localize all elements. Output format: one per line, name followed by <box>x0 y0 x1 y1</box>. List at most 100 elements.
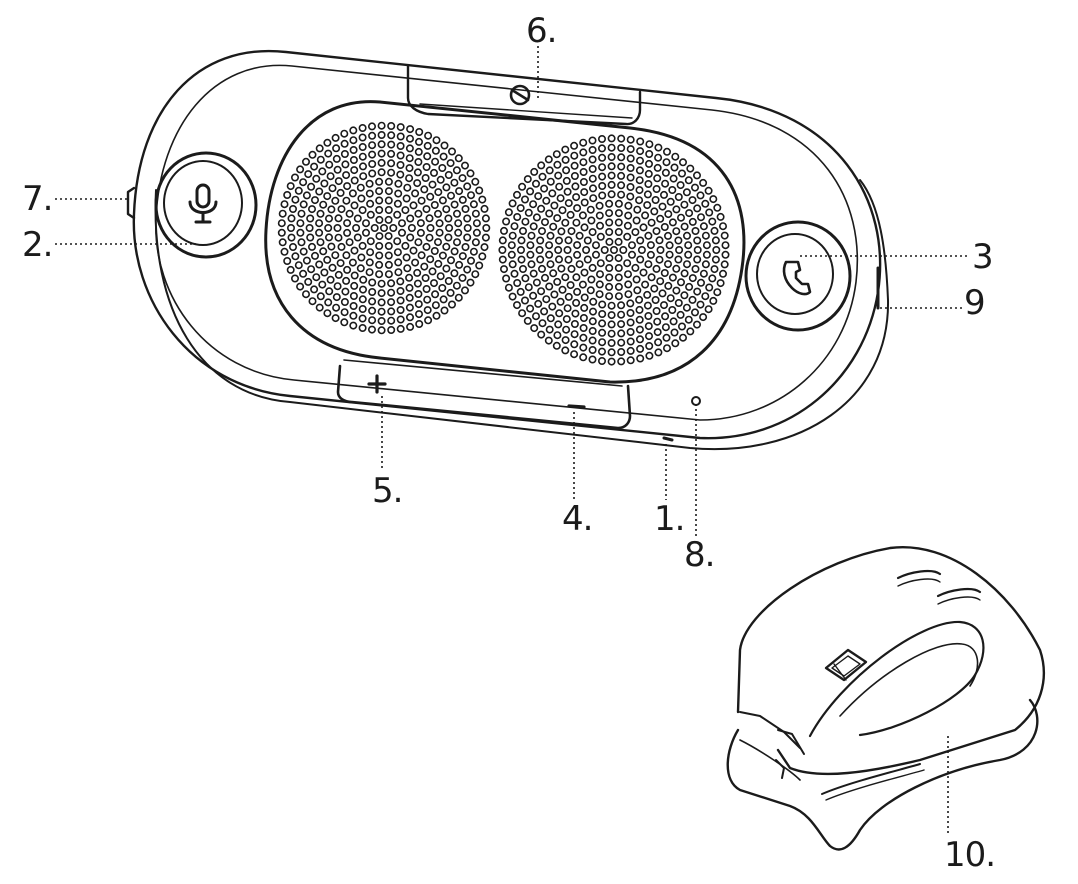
grille-hole <box>580 223 589 232</box>
grille-hole <box>394 189 403 198</box>
grille-hole <box>310 285 319 294</box>
grille-hole <box>607 357 616 366</box>
grille-hole <box>554 320 563 329</box>
grille-hole <box>466 256 475 265</box>
grille-hole <box>537 264 546 273</box>
grille-hole <box>595 201 604 210</box>
grille-hole <box>654 143 663 152</box>
grille-hole <box>545 325 554 334</box>
grille-hole <box>720 231 729 240</box>
grille-hole <box>513 278 522 287</box>
grille-hole <box>550 201 559 210</box>
grille-hole <box>413 279 422 288</box>
grille-hole <box>367 122 376 131</box>
grille-hole <box>384 177 393 186</box>
grille-hole <box>609 246 618 255</box>
grille-hole <box>442 242 451 251</box>
grille-hole <box>350 246 359 255</box>
call-button[interactable] <box>744 220 852 332</box>
grille-hole <box>637 246 646 255</box>
grille-hole <box>434 188 443 197</box>
grille-hole <box>632 216 641 225</box>
grille-hole <box>290 173 299 182</box>
grille-hole <box>580 198 589 207</box>
grille-hole <box>562 176 571 185</box>
grille-hole <box>678 158 687 167</box>
grille-hole <box>614 237 623 246</box>
grille-hole <box>498 255 507 264</box>
grille-hole <box>460 161 469 170</box>
grille-hole <box>334 214 343 223</box>
speaker-grille-dots <box>277 121 730 366</box>
grille-hole <box>420 185 429 194</box>
grille-hole <box>396 315 405 324</box>
grille-hole <box>684 241 693 250</box>
grille-hole <box>286 265 295 274</box>
grille-hole <box>605 237 614 246</box>
grille-hole <box>570 161 579 170</box>
grille-hole <box>463 233 472 242</box>
speaker-grille-panel <box>264 100 746 384</box>
grille-hole <box>450 200 459 209</box>
grille-hole <box>277 228 286 237</box>
grille-hole <box>635 325 644 334</box>
grille-hole <box>617 181 626 190</box>
grille-hole <box>713 288 722 297</box>
grille-hole <box>605 254 614 263</box>
grille-hole <box>597 347 606 356</box>
grille-hole <box>614 218 623 227</box>
grille-hole <box>425 214 434 223</box>
grille-hole <box>546 314 555 323</box>
grille-hole <box>296 165 305 174</box>
grille-hole <box>557 227 566 236</box>
grille-hole <box>570 151 579 160</box>
grille-hole <box>542 295 551 304</box>
grille-hole <box>647 218 656 227</box>
grille-hole <box>368 131 377 140</box>
side-switch[interactable] <box>126 186 136 220</box>
grille-hole <box>682 260 691 269</box>
grille-hole <box>546 231 555 240</box>
grille-hole <box>377 140 386 149</box>
grille-hole <box>384 206 393 215</box>
grille-hole <box>307 265 316 274</box>
grille-hole <box>645 150 654 159</box>
grille-hole <box>552 341 561 350</box>
grille-hole <box>605 218 614 227</box>
grille-hole <box>396 170 405 179</box>
callout-1: 1. <box>654 499 685 539</box>
mic-button[interactable] <box>154 151 258 259</box>
grille-hole <box>280 200 289 209</box>
power-port[interactable] <box>662 436 674 442</box>
grille-hole <box>377 298 386 307</box>
grille-hole <box>375 206 384 215</box>
grille-hole <box>653 317 662 326</box>
grille-hole <box>570 330 579 339</box>
grille-hole <box>446 191 455 200</box>
minus-icon[interactable] <box>567 404 586 409</box>
grille-hole <box>306 233 315 242</box>
grille-hole <box>646 250 655 259</box>
grille-hole <box>549 222 558 231</box>
grille-hole <box>375 242 384 251</box>
grille-hole <box>605 209 614 218</box>
grille-hole <box>440 141 449 150</box>
plus-icon[interactable] <box>367 374 387 394</box>
grille-hole <box>546 260 555 269</box>
grille-hole <box>342 251 351 260</box>
grille-hole <box>387 131 396 140</box>
grille-hole <box>656 277 665 286</box>
grille-hole <box>666 197 675 206</box>
grille-hole <box>607 338 616 347</box>
grille-hole <box>308 150 317 159</box>
grille-hole <box>446 159 455 168</box>
grille-hole <box>334 177 343 186</box>
grille-hole <box>652 306 661 315</box>
grille-hole <box>356 183 365 192</box>
grille-hole <box>718 269 727 278</box>
grille-hole <box>423 152 432 161</box>
grille-hole <box>654 348 663 357</box>
grille-hole <box>331 314 340 323</box>
grille-hole <box>631 228 640 237</box>
grille-hole <box>617 134 626 143</box>
